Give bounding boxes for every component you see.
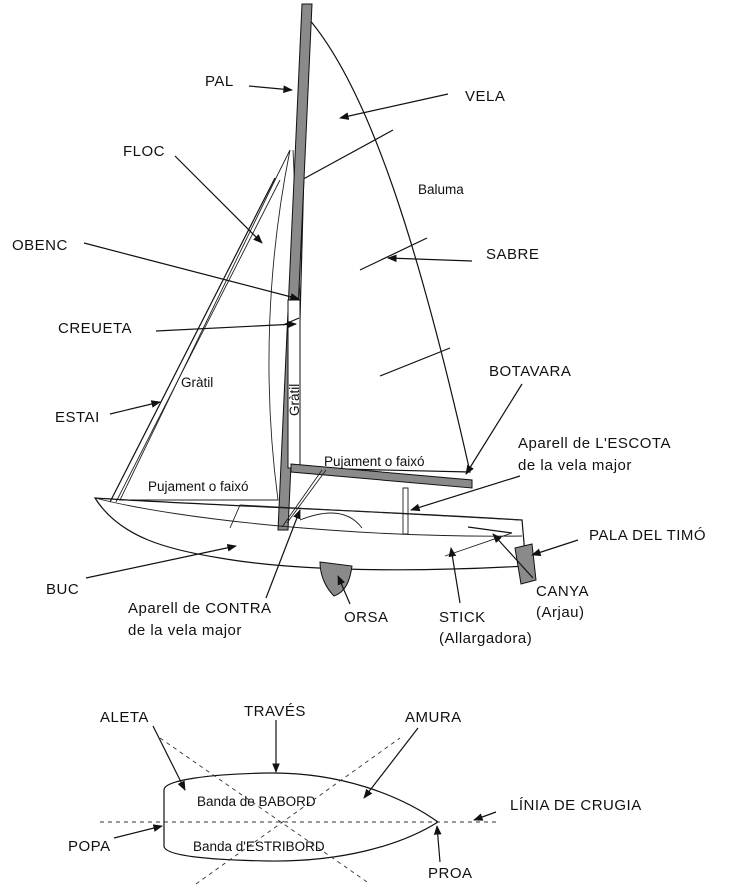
- vang: [286, 469, 327, 524]
- deck-line: [94, 497, 523, 537]
- label-gratil-jib: Gràtil: [181, 375, 213, 390]
- boom: [290, 463, 473, 489]
- hull: [93, 497, 527, 571]
- label-pal: PAL: [205, 73, 234, 90]
- batten-2: [359, 237, 428, 271]
- jib-sail: [119, 149, 291, 501]
- label-popa: POPA: [68, 838, 111, 855]
- diagonal-1: [159, 737, 371, 885]
- arrow-orsa: [337, 575, 351, 605]
- label-gratil-main: Gràtil: [287, 384, 302, 416]
- vang-2: [281, 469, 323, 528]
- arrow-pal: [248, 85, 293, 94]
- sailboat-labels: PAL VELA FLOC Baluma OBENC SABRE CREUETA…: [12, 73, 706, 647]
- arrow-crugia: [473, 811, 497, 821]
- label-escota-2: de la vela major: [518, 457, 632, 474]
- label-baluma: Baluma: [418, 182, 464, 197]
- label-pala-timo: PALA DEL TIMÓ: [589, 527, 706, 544]
- label-sabre: SABRE: [486, 246, 539, 263]
- mainsheet-block: [402, 487, 409, 535]
- mast: [277, 3, 313, 531]
- label-babord: Banda de BABORD: [197, 794, 316, 809]
- arrow-crueta: [155, 320, 297, 332]
- label-stick-1: STICK: [439, 609, 486, 626]
- forestay-2: [115, 179, 281, 503]
- arrow-buc: [85, 544, 237, 579]
- arrow-sabre: [387, 254, 473, 263]
- batten-3: [379, 347, 451, 377]
- label-obenc: OBENC: [12, 237, 68, 254]
- label-linia-crugia: LÍNIA DE CRUGIA: [510, 797, 642, 814]
- label-pujament-main: Pujament o faixó: [324, 454, 425, 469]
- arrow-amura: [363, 727, 419, 799]
- label-floc: FLOC: [123, 143, 165, 160]
- arrow-contra: [265, 509, 301, 599]
- label-canya-1: CANYA: [536, 583, 589, 600]
- label-canya-2: (Arjau): [536, 604, 585, 621]
- label-stick-2: (Allargadora): [439, 630, 532, 647]
- label-vela: VELA: [465, 88, 505, 105]
- arrow-pala-timo: [531, 539, 579, 556]
- label-estai: ESTAI: [55, 409, 100, 426]
- arrow-stick: [448, 547, 461, 604]
- label-crueta: CREUETA: [58, 320, 132, 337]
- label-buc: BUC: [46, 581, 79, 598]
- label-pujament-jib: Pujament o faixó: [148, 479, 249, 494]
- diagonal-2: [195, 737, 401, 885]
- arrow-botavara: [465, 383, 523, 475]
- arrow-proa: [433, 825, 442, 863]
- batten-1: [295, 129, 394, 184]
- rudder-blade: [514, 543, 537, 585]
- arrow-escota: [410, 475, 521, 512]
- label-proa: PROA: [428, 865, 473, 882]
- mainsail: [295, 16, 471, 473]
- label-escota-1: Aparell de L'ESCOTA: [518, 435, 671, 452]
- forestay: [109, 177, 276, 503]
- arrow-popa: [113, 824, 163, 839]
- tiller: [467, 526, 513, 534]
- label-aleta: ALETA: [100, 709, 149, 726]
- label-contra-2: de la vela major: [128, 622, 242, 639]
- arrow-vela: [339, 93, 449, 120]
- label-amura: AMURA: [405, 709, 462, 726]
- centreboard: [319, 561, 353, 597]
- label-botavara: BOTAVARA: [489, 363, 571, 380]
- label-contra-1: Aparell de CONTRA: [128, 600, 272, 617]
- label-estribord: Banda d'ESTRIBORD: [193, 839, 325, 854]
- label-orsa: ORSA: [344, 609, 389, 626]
- cockpit-2: [299, 512, 363, 529]
- arrow-obenc: [83, 242, 300, 301]
- cockpit: [229, 504, 521, 529]
- arrow-canya: [492, 533, 534, 579]
- arrow-aleta: [152, 725, 186, 791]
- hull-plan: ALETA TRAVÉS AMURA Banda de BABORD Banda…: [68, 703, 642, 885]
- arrow-floc: [174, 155, 263, 244]
- arrow-estai: [109, 400, 161, 415]
- label-traves: TRAVÉS: [244, 703, 306, 720]
